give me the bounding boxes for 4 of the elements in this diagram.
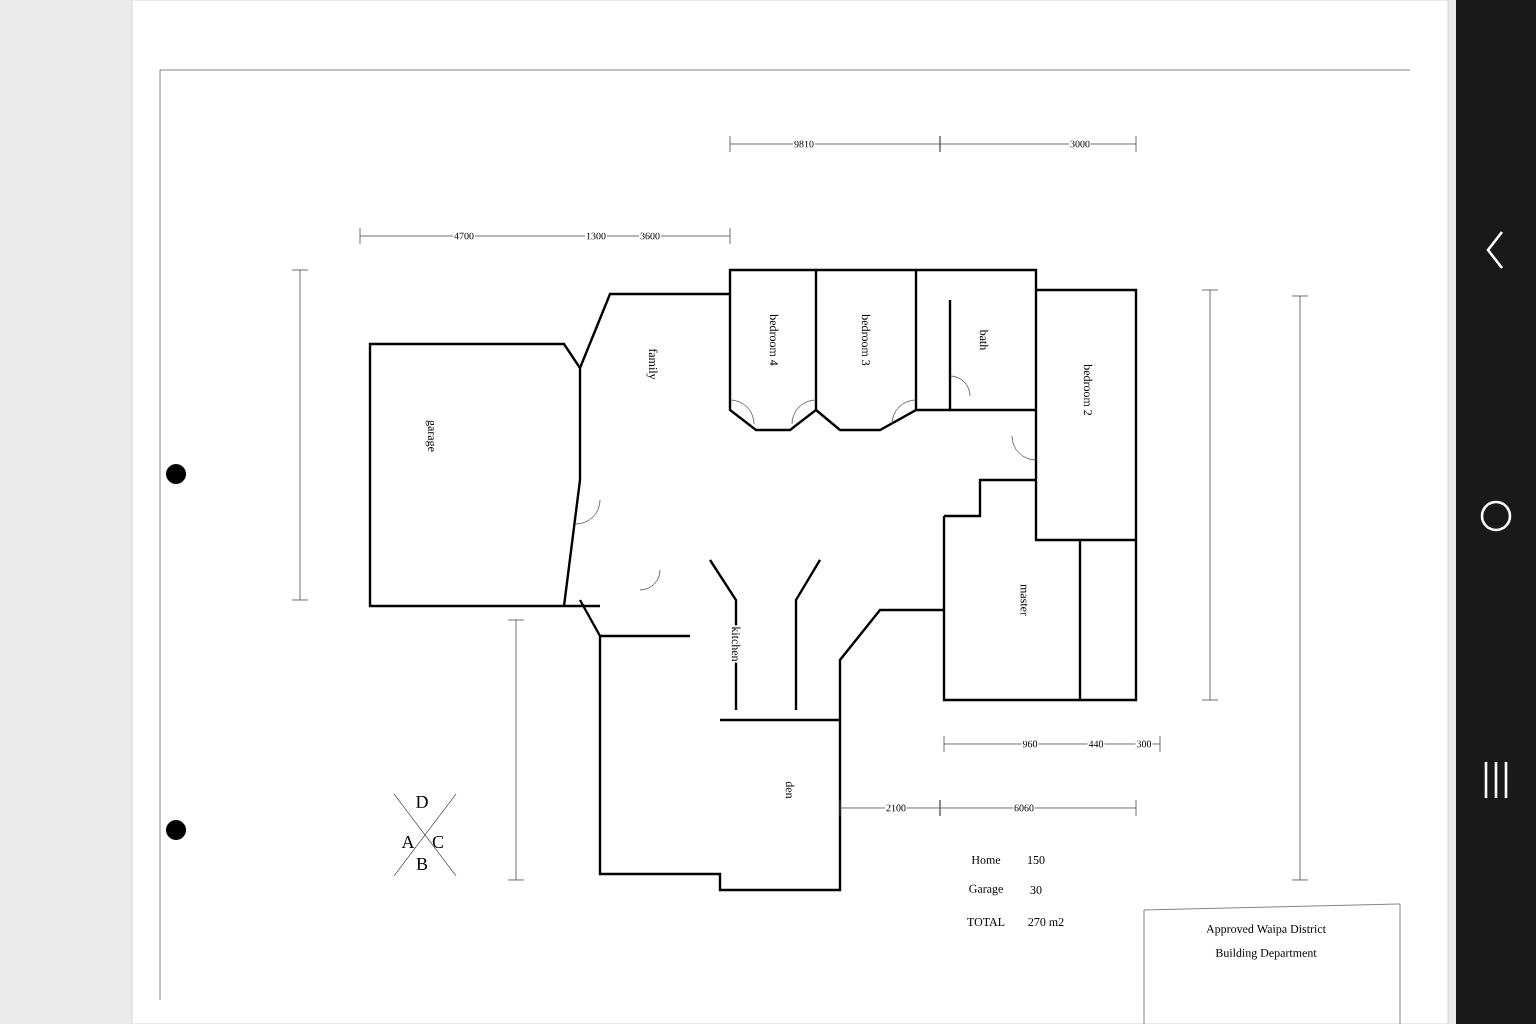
compass-letter: D (416, 796, 428, 808)
compass-letter: B (416, 858, 428, 870)
compass-letter: A (401, 836, 415, 848)
compass-letter: C (432, 835, 443, 848)
